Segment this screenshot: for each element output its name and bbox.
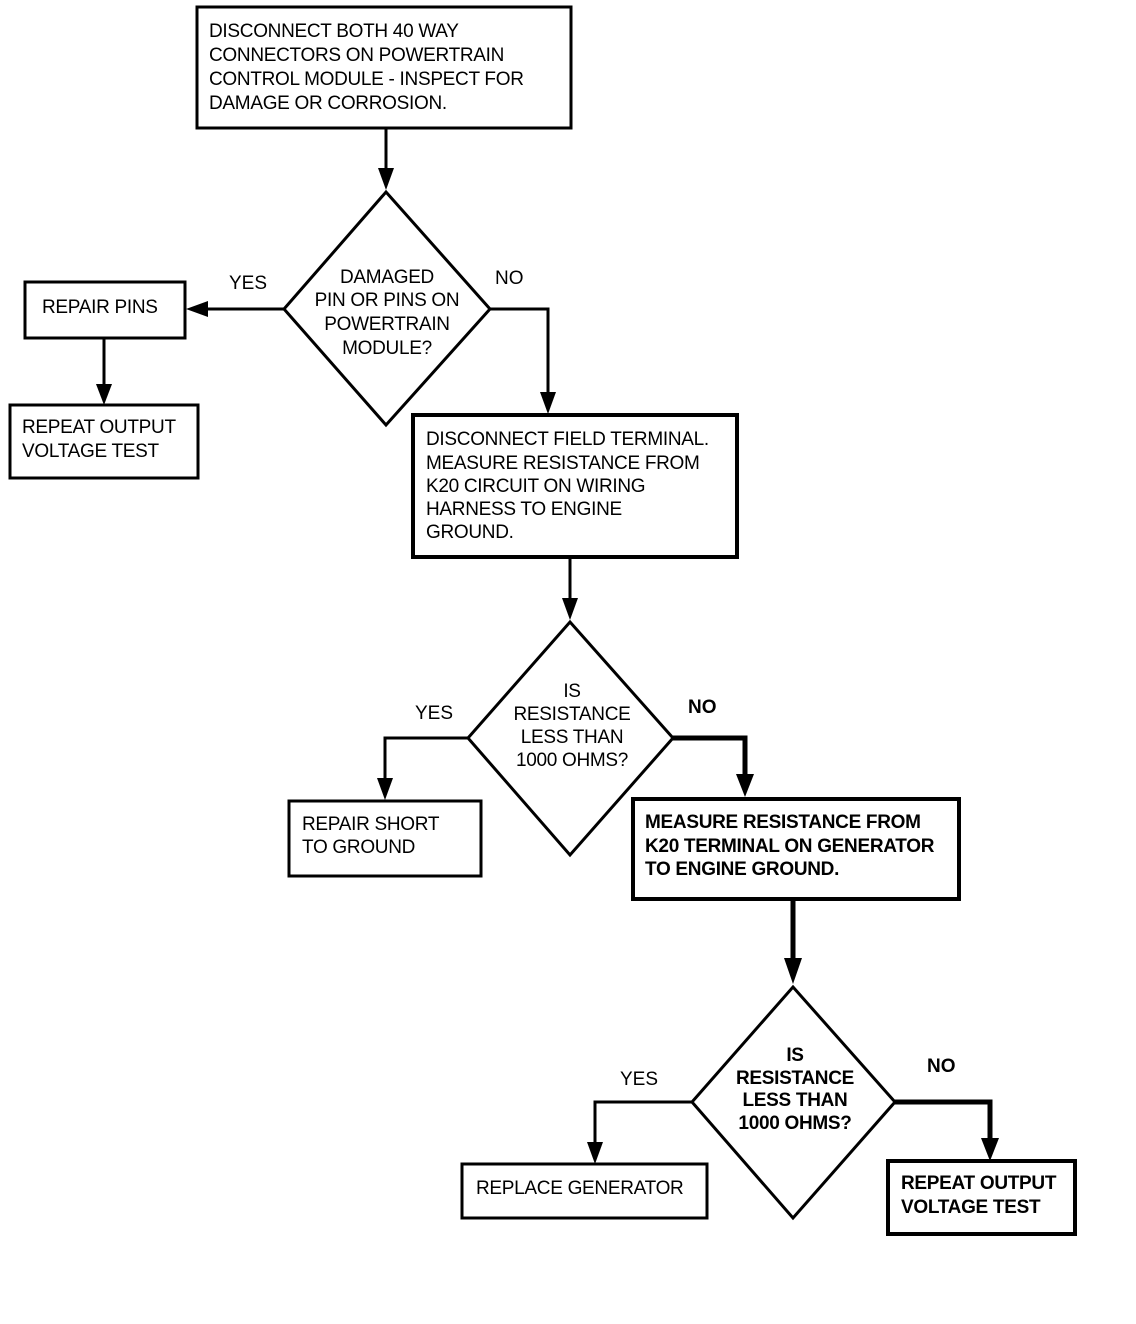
node-line: REPLACE GENERATOR [476, 1178, 683, 1199]
arrowhead [186, 301, 208, 317]
arrowhead [981, 1138, 999, 1161]
node-line: HARNESS TO ENGINE [426, 499, 622, 520]
no-label: NO [688, 697, 717, 718]
node-line: DAMAGE OR CORROSION. [209, 93, 447, 114]
yes-label: YES [415, 703, 453, 724]
node-replace-generator: REPLACE GENERATOR [460, 1162, 709, 1220]
process-box [8, 403, 200, 480]
node-line: PIN OR PINS ON [315, 290, 460, 311]
process-box [460, 1162, 709, 1220]
node-line: DISCONNECT FIELD TERMINAL. [426, 429, 709, 450]
node-line: IS [563, 681, 580, 702]
node-line: RESISTANCE [736, 1068, 854, 1089]
node-line: GROUND. [426, 522, 514, 543]
node-line: MEASURE RESISTANCE FROM [645, 812, 921, 833]
arrowhead [736, 774, 754, 797]
edge-resistance-2-no [895, 1099, 993, 1141]
node-line: REPEAT OUTPUT [22, 417, 176, 438]
edge-resistance-1-no [673, 735, 748, 777]
arrowhead [377, 778, 393, 800]
node-line: 1000 OHMS? [738, 1113, 851, 1134]
decision-diamond [690, 984, 898, 1221]
arrowhead [587, 1142, 603, 1164]
decision-diamond [282, 189, 493, 428]
decision-resistance-2: IS RESISTANCE LESS THAN 1000 OHMS? [690, 984, 898, 1221]
arrowhead [96, 384, 112, 405]
node-line: MODULE? [342, 338, 432, 359]
node-line: MEASURE RESISTANCE FROM [426, 453, 700, 474]
node-repair-pins: REPAIR PINS [23, 280, 187, 340]
arrowhead [378, 168, 394, 190]
node-line: IS [786, 1045, 803, 1066]
node-line: CONNECTORS ON POWERTRAIN [209, 45, 504, 66]
process-box [287, 799, 483, 878]
node-line: RESISTANCE [513, 704, 630, 725]
edge-resistance-1-yes [383, 736, 468, 782]
node-repeat-output-2: REPEAT OUTPUT VOLTAGE TEST [886, 1159, 1077, 1236]
node-line: LESS THAN [743, 1090, 848, 1111]
process-box [411, 413, 739, 559]
decision-resistance-1: IS RESISTANCE LESS THAN 1000 OHMS? [466, 619, 676, 858]
node-repair-short: REPAIR SHORT TO GROUND [287, 799, 483, 878]
node-line: VOLTAGE TEST [22, 441, 160, 462]
node-line: TO ENGINE GROUND. [645, 859, 839, 880]
edges [96, 128, 999, 1164]
edge-resistance-2-yes [593, 1100, 692, 1146]
node-line: DAMAGED [340, 267, 434, 288]
no-label: NO [927, 1056, 956, 1077]
node-line: POWERTRAIN [324, 314, 449, 335]
process-box [886, 1159, 1077, 1236]
edge-labels: YES NO YES NO YES NO [229, 268, 956, 1090]
node-line: REPAIR SHORT [302, 814, 440, 835]
node-line: DISCONNECT BOTH 40 WAY [209, 21, 459, 42]
node-line: VOLTAGE TEST [901, 1197, 1041, 1218]
decision-damaged-pins: DAMAGED PIN OR PINS ON POWERTRAIN MODULE… [282, 189, 493, 428]
no-label: NO [495, 268, 524, 289]
process-box [195, 5, 573, 130]
node-line: REPAIR PINS [42, 297, 158, 318]
arrowhead [784, 958, 802, 984]
node-measure-generator: MEASURE RESISTANCE FROM K20 TERMINAL ON … [631, 797, 961, 901]
edge-damaged-no [490, 307, 550, 396]
node-line: K20 CIRCUIT ON WIRING [426, 476, 645, 497]
node-line: LESS THAN [521, 727, 624, 748]
node-repeat-output-1: REPEAT OUTPUT VOLTAGE TEST [8, 403, 200, 480]
node-disconnect-connectors: DISCONNECT BOTH 40 WAY CONNECTORS ON POW… [195, 5, 573, 130]
yes-label: YES [229, 273, 267, 294]
arrowhead [562, 598, 578, 620]
process-box [631, 797, 961, 901]
node-disconnect-field: DISCONNECT FIELD TERMINAL. MEASURE RESIS… [411, 413, 739, 559]
arrowhead [540, 392, 556, 414]
process-box [23, 280, 187, 340]
node-line: 1000 OHMS? [516, 750, 628, 771]
yes-label: YES [620, 1069, 658, 1090]
decision-diamond [466, 619, 676, 858]
node-line: TO GROUND [302, 837, 415, 858]
node-line: CONTROL MODULE - INSPECT FOR [209, 69, 524, 90]
node-line: REPEAT OUTPUT [901, 1173, 1057, 1194]
node-line: K20 TERMINAL ON GENERATOR [645, 836, 935, 857]
